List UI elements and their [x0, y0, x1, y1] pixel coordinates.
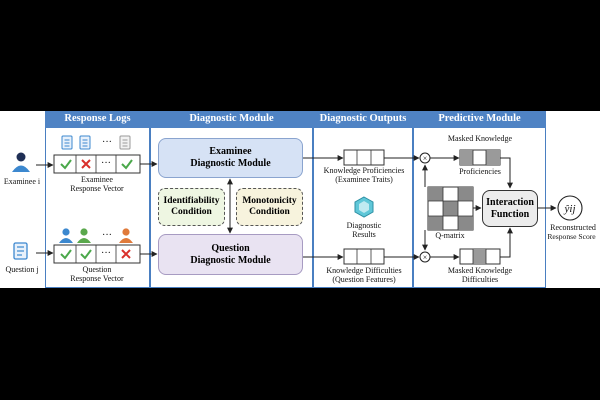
masked-prof-to-interaction-arrow — [500, 157, 513, 189]
examinee-module-title-1: Examinee — [209, 146, 252, 157]
response-logs-header: Response Logs — [45, 111, 150, 128]
interaction-function: Interaction Function — [482, 190, 538, 227]
masked-prof-label-2: Proficiencies — [459, 167, 501, 176]
examinee-label: Examinee i — [3, 177, 41, 186]
difficulty-vector — [343, 248, 385, 265]
examinee-vector-caption-2: Response Vector — [70, 184, 124, 193]
q-matrix-label: Q-matrix — [435, 231, 465, 240]
difficulties-label-1: Knowledge Difficulties — [326, 266, 402, 275]
question-student-ellipsis: ··· — [102, 230, 112, 241]
monotonicity-title-1: Monotonicity — [242, 196, 297, 206]
monotonicity-title-2: Condition — [249, 207, 290, 217]
monotonicity-condition: Monotonicity Condition — [236, 188, 303, 226]
cross-mark-icon — [121, 249, 131, 259]
cross-mark-icon — [81, 159, 91, 169]
q-matrix-grid — [427, 186, 474, 231]
diagnostic-results-label-2: Results — [352, 230, 376, 239]
examinee-module-title-2: Diagnostic Module — [190, 158, 271, 169]
interaction-title-1: Interaction — [486, 196, 534, 208]
multiply-symbol-bottom: × — [423, 253, 428, 262]
examinee-vector-caption-1: Examinee — [81, 175, 113, 184]
question-vector-ellipsis: ··· — [101, 248, 111, 259]
reconstructed-label-2: Response Score — [547, 232, 596, 241]
masked-diff-label-2: Difficulties — [461, 275, 499, 284]
question-vector-caption-1: Question — [82, 265, 112, 274]
examinee-question-doc-icons — [61, 135, 131, 150]
question-module-title-2: Diagnostic Module — [190, 254, 271, 266]
proficiencies-label-2: (Examinee Traits) — [335, 175, 393, 184]
score-symbol: ŷij — [564, 203, 576, 215]
check-mark-icon — [121, 159, 133, 170]
check-mark-icon — [60, 159, 72, 170]
question-module-title-1: Question — [211, 242, 250, 254]
examinee-diagnostic-module: Examinee Diagnostic Module — [158, 138, 303, 178]
question-document-icon — [13, 242, 28, 260]
identifiability-title-2: Condition — [171, 207, 212, 217]
question-label: Question j — [5, 265, 39, 274]
masked-prof-label-1: Masked Knowledge — [447, 134, 513, 143]
identifiability-condition: Identifiability Condition — [158, 188, 225, 226]
diagnostic-results-label-1: Diagnostic — [346, 221, 382, 230]
diagnostic-outputs-header: Diagnostic Outputs — [313, 111, 413, 128]
interaction-title-2: Function — [490, 208, 530, 220]
question-vector-caption-2: Response Vector — [70, 274, 124, 283]
check-mark-icon — [60, 249, 72, 260]
masked-diff-to-interaction-arrow — [500, 227, 513, 258]
question-diagnostic-module: Question Diagnostic Module — [158, 234, 303, 275]
examinee-person-icon — [12, 152, 30, 172]
proficiencies-label-1: Knowledge Proficiencies — [323, 166, 405, 175]
check-mark-icon — [80, 249, 92, 260]
reconstructed-label-1: Reconstructed — [550, 223, 596, 232]
examinee-vector-ellipsis: ··· — [101, 158, 111, 169]
identifiability-title-1: Identifiability — [163, 196, 220, 206]
diagnostic-module-header: Diagnostic Module — [150, 111, 313, 128]
predictive-module-header: Predictive Module — [413, 111, 546, 128]
diagnostic-results-icon — [354, 196, 374, 218]
question-student-icons — [59, 228, 133, 243]
masked-diff-label-1: Masked Knowledge — [447, 266, 513, 275]
multiply-symbol-top: × — [423, 154, 428, 163]
reconstructed-score-node — [557, 195, 583, 221]
difficulties-label-2: (Question Features) — [332, 275, 396, 284]
examinee-doc-ellipsis: ··· — [102, 137, 112, 148]
proficiency-vector — [343, 149, 385, 166]
